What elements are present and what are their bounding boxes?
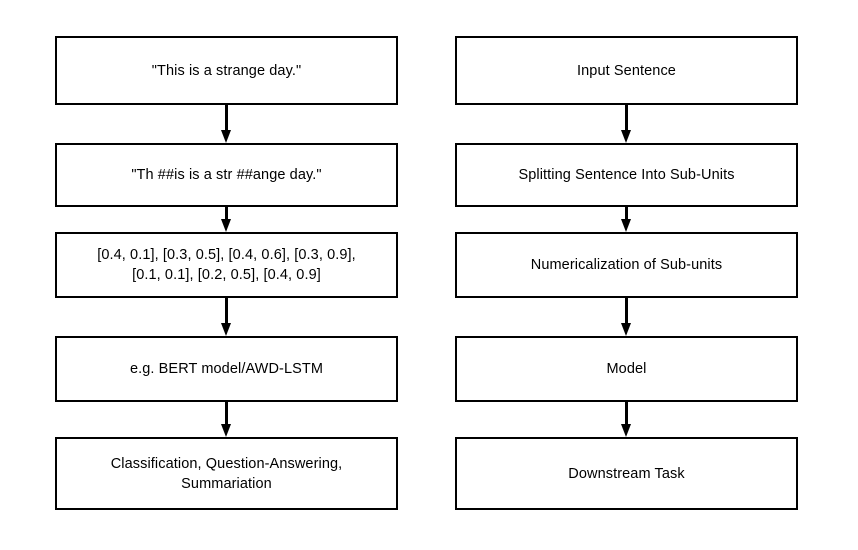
- arrow-head: [621, 219, 631, 232]
- arrow-stem: [625, 402, 628, 424]
- node-label: "This is a strange day.": [151, 62, 302, 79]
- node-label: Model: [606, 361, 647, 377]
- node-label: Numericalization of Sub-units: [530, 257, 723, 273]
- arrow-head: [221, 219, 231, 232]
- arrow-stem: [625, 207, 628, 219]
- flow-column-concrete-example: "This is a strange day." "Th ##is is a s…: [55, 0, 402, 550]
- arrow-down-icon-example-2: [221, 207, 232, 232]
- flow-column-generic-pipeline: Input Sentence Splitting Sentence Into S…: [455, 0, 802, 550]
- node-label: e.g. BERT model/AWD-LSTM: [129, 361, 324, 377]
- arrow-stem: [625, 298, 628, 323]
- node-label: Downstream Task: [568, 465, 685, 482]
- arrow-down-icon-example-4: [221, 402, 232, 437]
- arrow-head: [221, 323, 231, 336]
- node-stage-downstream: Downstream Task: [455, 437, 798, 510]
- node-example-tokenized: "Th ##is is a str ##ange day.": [55, 143, 398, 207]
- arrow-down-icon-stage-1: [621, 105, 632, 143]
- arrow-stem: [625, 105, 628, 130]
- node-stage-numericalizing: Numericalization of Sub-units: [455, 232, 798, 298]
- arrow-down-icon-example-1: [221, 105, 232, 143]
- node-stage-model: Model: [455, 336, 798, 402]
- arrow-down-icon-stage-4: [621, 402, 632, 437]
- node-example-numericalized: [0.4, 0.1], [0.3, 0.5], [0.4, 0.6], [0.3…: [55, 232, 398, 298]
- arrow-down-icon-stage-3: [621, 298, 632, 336]
- arrow-stem: [225, 402, 228, 424]
- node-label: Input Sentence: [577, 62, 676, 79]
- node-label: Classification, Question-Answering, Summ…: [110, 455, 343, 492]
- arrow-down-icon-example-3: [221, 298, 232, 336]
- arrow-head: [621, 424, 631, 437]
- arrow-head: [221, 130, 231, 143]
- node-example-downstream: Classification, Question-Answering, Summ…: [55, 437, 398, 510]
- node-example-model: e.g. BERT model/AWD-LSTM: [55, 336, 398, 402]
- arrow-stem: [225, 207, 228, 219]
- arrow-head: [221, 424, 231, 437]
- arrow-stem: [225, 298, 228, 323]
- arrow-stem: [225, 105, 228, 130]
- arrow-down-icon-stage-2: [621, 207, 632, 232]
- node-label: Splitting Sentence Into Sub-Units: [518, 167, 735, 183]
- node-label: [0.4, 0.1], [0.3, 0.5], [0.4, 0.6], [0.3…: [97, 247, 356, 283]
- node-stage-input: Input Sentence: [455, 36, 798, 105]
- arrow-head: [621, 323, 631, 336]
- node-label: "Th ##is is a str ##ange day.": [131, 167, 322, 183]
- node-stage-splitting: Splitting Sentence Into Sub-Units: [455, 143, 798, 207]
- node-example-input: "This is a strange day.": [55, 36, 398, 105]
- arrow-head: [621, 130, 631, 143]
